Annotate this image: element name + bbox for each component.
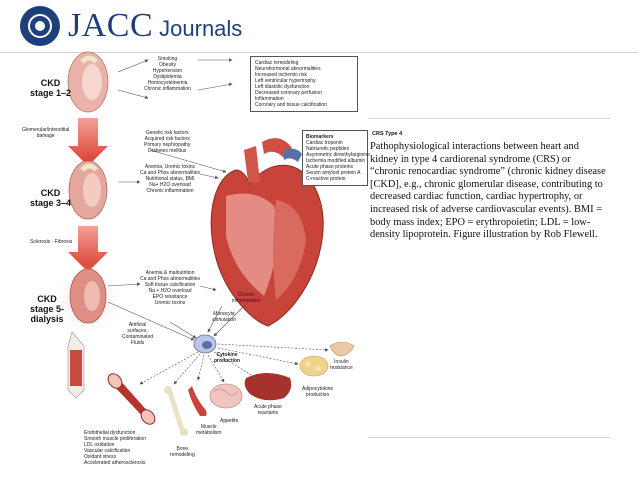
journal-name: JACC bbox=[68, 7, 154, 44]
progression-arrows bbox=[68, 118, 108, 272]
caption-label: CRS Type 4 bbox=[372, 131, 403, 137]
monocyte-icon bbox=[193, 334, 217, 354]
kidney-stage2-icon bbox=[68, 160, 108, 220]
liver-icon bbox=[244, 373, 292, 401]
muscle-icon bbox=[188, 386, 207, 416]
journal-logo: JACC Journals bbox=[20, 6, 242, 46]
header-divider bbox=[0, 52, 638, 53]
bone-icon bbox=[164, 386, 188, 436]
kidney-stage3-icon bbox=[52, 264, 124, 336]
connector-arrows bbox=[107, 58, 329, 385]
adipose-tissue-icon bbox=[299, 355, 329, 377]
sclerosis-fibrosis-label: Sclerosis - Fibrosis bbox=[30, 239, 73, 245]
blood-vessel-icon bbox=[107, 373, 156, 425]
brain-icon bbox=[209, 383, 243, 409]
kidney-stage1-icon bbox=[67, 51, 109, 113]
caption-bottom-divider bbox=[368, 437, 610, 438]
dialysis-tube-icon bbox=[67, 331, 85, 399]
appetite-label: Appetite bbox=[220, 418, 239, 424]
caption-top-divider bbox=[368, 118, 610, 119]
journal-suffix: Journals bbox=[159, 16, 243, 41]
journal-seal-icon bbox=[20, 6, 60, 46]
heart-illustration bbox=[210, 138, 324, 327]
pancreas-icon bbox=[329, 341, 355, 357]
caption-text: Pathophysiological interactions between … bbox=[370, 141, 606, 241]
